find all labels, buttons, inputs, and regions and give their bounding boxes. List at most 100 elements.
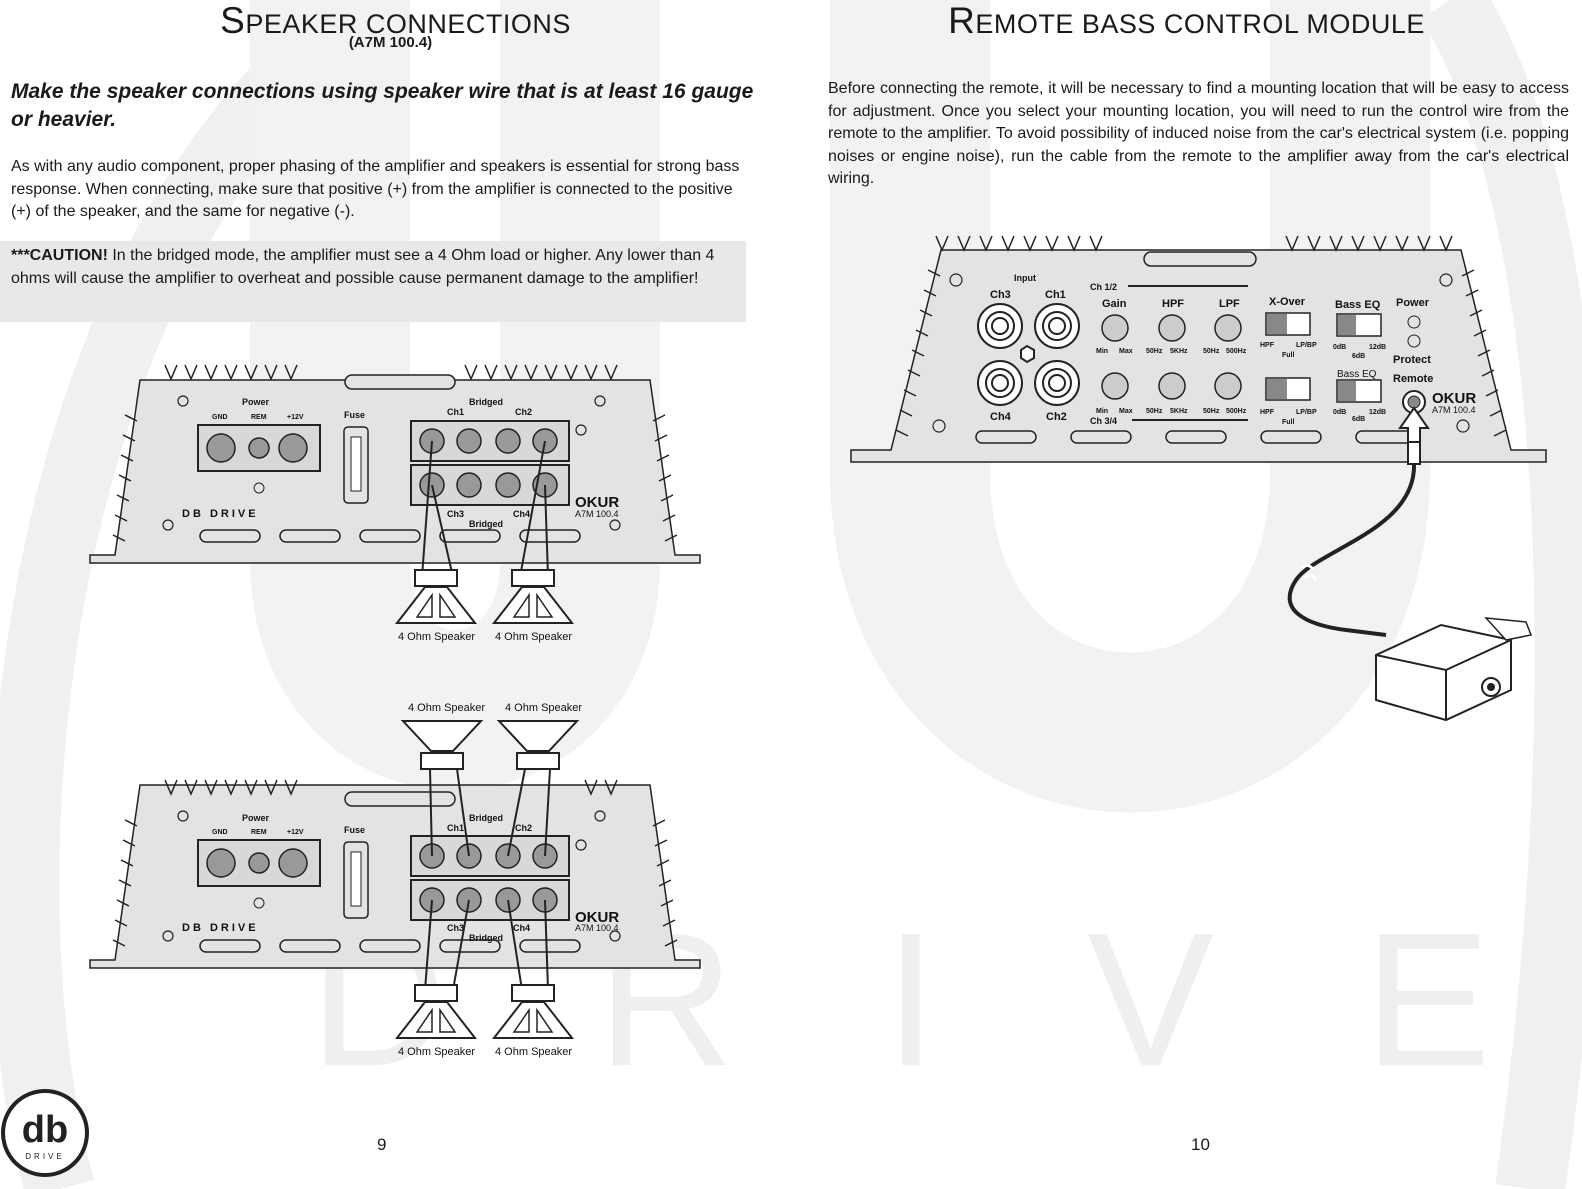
svg-text:LPF: LPF — [1219, 298, 1240, 310]
svg-text:A7M 100.4: A7M 100.4 — [575, 923, 619, 933]
svg-text:Gain: Gain — [1102, 298, 1127, 310]
svg-text:db: db — [22, 1109, 68, 1151]
brand-text: DB DRIVE — [182, 508, 259, 520]
svg-text:X-Over: X-Over — [1269, 296, 1306, 308]
svg-text:Ch4: Ch4 — [990, 411, 1012, 423]
right-page: REMOTE BASS CONTROL MODULE Before connec… — [791, 0, 1582, 1189]
svg-text:Ch3: Ch3 — [990, 289, 1011, 301]
caution-label: ***CAUTION! — [11, 247, 108, 264]
svg-text:Input: Input — [1014, 273, 1036, 283]
svg-text:HPF: HPF — [1260, 409, 1275, 416]
svg-text:50Hz: 50Hz — [1203, 408, 1220, 415]
speaker-diagram-2: 4 Ohm Speaker 4 Ohm Speaker Power GND RE… — [89, 702, 701, 1058]
svg-text:Ch3: Ch3 — [447, 509, 464, 519]
svg-text:HPF: HPF — [1260, 342, 1275, 349]
svg-text:Ch1: Ch1 — [447, 823, 464, 833]
speaker-icon — [394, 984, 478, 1039]
svg-text:OKUR: OKUR — [1432, 390, 1476, 407]
svg-text:LP/BP: LP/BP — [1296, 409, 1317, 416]
svg-text:500Hz: 500Hz — [1226, 408, 1247, 415]
svg-text:12dB: 12dB — [1369, 344, 1386, 351]
svg-text:Ch4: Ch4 — [513, 509, 530, 519]
phasing-paragraph: As with any audio component, proper phas… — [11, 158, 740, 220]
svg-text:DB DRIVE: DB DRIVE — [182, 922, 259, 934]
svg-text:6dB: 6dB — [1352, 416, 1365, 423]
svg-text:REM: REM — [251, 829, 267, 836]
power-label: Power — [242, 397, 270, 407]
lead-paragraph: Make the speaker connections using speak… — [11, 80, 754, 131]
speaker-label: 4 Ohm Speaker — [408, 702, 485, 714]
svg-text:GND: GND — [212, 829, 228, 836]
speaker-label: 4 Ohm Speaker — [495, 631, 572, 643]
svg-text:Bridged: Bridged — [469, 933, 503, 943]
svg-text:50Hz: 50Hz — [1146, 408, 1163, 415]
svg-text:Ch1: Ch1 — [1045, 289, 1066, 301]
svg-text:Ch2: Ch2 — [1046, 411, 1067, 423]
amp-logo: OKUR — [575, 494, 619, 511]
speaker-icon — [491, 984, 575, 1039]
remote-module-icon — [1375, 617, 1533, 722]
speaker-label: 4 Ohm Speaker — [495, 1046, 572, 1058]
speaker-label: 4 Ohm Speaker — [398, 631, 475, 643]
db-drive-logo: db DRIVE — [1, 1089, 89, 1177]
svg-text:5KHz: 5KHz — [1170, 408, 1188, 415]
svg-text:Power: Power — [1396, 297, 1430, 309]
svg-text:Ch2: Ch2 — [515, 823, 532, 833]
caution-box: ***CAUTION! In the bridged mode, the amp… — [0, 241, 746, 322]
caution-text: In the bridged mode, the amplifier must … — [11, 247, 715, 287]
svg-text:GND: GND — [212, 414, 228, 421]
page-title-remote-bass: REMOTE BASS CONTROL MODULE — [948, 0, 1425, 41]
speaker-label: 4 Ohm Speaker — [505, 702, 582, 714]
speaker-icon — [491, 569, 575, 624]
svg-text:Full: Full — [1282, 419, 1294, 426]
svg-text:6dB: 6dB — [1352, 353, 1365, 360]
svg-text:Full: Full — [1282, 352, 1294, 359]
svg-text:Bass EQ: Bass EQ — [1335, 299, 1381, 311]
svg-text:50Hz: 50Hz — [1146, 348, 1163, 355]
svg-text:Ch1: Ch1 — [447, 407, 464, 417]
page-number-left: 9 — [377, 1135, 387, 1154]
speaker-icon — [496, 720, 580, 770]
svg-text:500Hz: 500Hz — [1226, 348, 1247, 355]
svg-text:Bridged: Bridged — [469, 397, 503, 407]
svg-text:OKUR: OKUR — [575, 909, 619, 926]
svg-text:Ch 1/2: Ch 1/2 — [1090, 282, 1117, 292]
svg-text:Protect: Protect — [1393, 354, 1431, 366]
svg-text:0dB: 0dB — [1333, 344, 1346, 351]
svg-text:+12V: +12V — [287, 829, 304, 836]
svg-text:+12V: +12V — [287, 414, 304, 421]
speaker-diagram-1: Power GND REM +12V Fuse Bridged Ch1 Ch2 … — [89, 364, 701, 643]
svg-text:Ch4: Ch4 — [513, 923, 530, 933]
svg-text:Max: Max — [1119, 408, 1133, 415]
svg-text:LP/BP: LP/BP — [1296, 342, 1317, 349]
svg-text:12dB: 12dB — [1369, 409, 1386, 416]
svg-text:Ch 3/4: Ch 3/4 — [1090, 416, 1117, 426]
svg-text:Power: Power — [242, 813, 270, 823]
speaker-icon — [394, 569, 478, 624]
svg-text:DRIVE: DRIVE — [25, 1152, 64, 1161]
page-title-speaker-connections: SPEAKER CONNECTIONS — [220, 0, 571, 41]
svg-text:Min: Min — [1096, 348, 1108, 355]
page-number-right: 10 — [1191, 1135, 1210, 1154]
svg-text:HPF: HPF — [1162, 298, 1184, 310]
svg-text:0dB: 0dB — [1333, 409, 1346, 416]
svg-text:50Hz: 50Hz — [1203, 348, 1220, 355]
svg-text:Bridged: Bridged — [469, 813, 503, 823]
svg-text:Min: Min — [1096, 408, 1108, 415]
svg-text:REM: REM — [251, 414, 267, 421]
svg-text:Max: Max — [1119, 348, 1133, 355]
svg-text:Bridged: Bridged — [469, 519, 503, 529]
speaker-icon — [400, 720, 484, 770]
speaker-label: 4 Ohm Speaker — [398, 1046, 475, 1058]
fuse-label: Fuse — [344, 410, 365, 420]
svg-text:Ch3: Ch3 — [447, 923, 464, 933]
svg-text:5KHz: 5KHz — [1170, 348, 1188, 355]
svg-text:Remote: Remote — [1393, 373, 1433, 385]
remote-paragraph: Before connecting the remote, it will be… — [828, 80, 1569, 187]
remote-diagram: Input Ch3 Ch1 Ch4 Ch2 Ch 1/2 Ch 3/4 Gain… — [850, 235, 1547, 722]
page-subtitle: (A7M 100.4) — [348, 34, 433, 51]
svg-text:Bass EQ: Bass EQ — [1337, 369, 1377, 380]
left-page: SPEAKER CONNECTIONS (A7M 100.4) Make the… — [0, 0, 754, 1177]
svg-text:Ch2: Ch2 — [515, 407, 532, 417]
model-text: A7M 100.4 — [575, 509, 619, 519]
